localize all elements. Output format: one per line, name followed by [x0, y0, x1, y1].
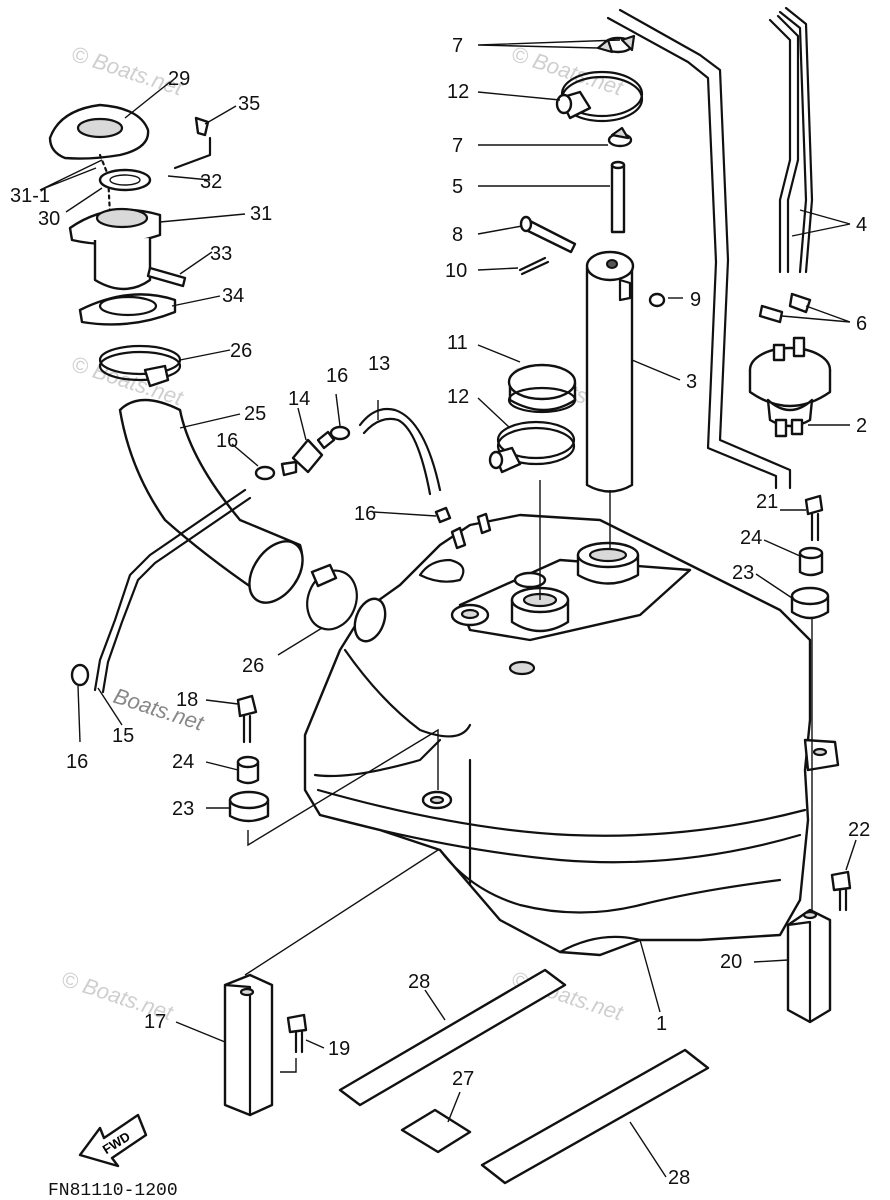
callout-12: 12: [447, 81, 469, 103]
callout-15: 15: [112, 725, 134, 747]
callout-6: 6: [856, 313, 867, 335]
callout-28: 28: [668, 1167, 690, 1189]
hose-15: [93, 488, 247, 692]
lead-32: [173, 136, 212, 170]
bracket-20: [786, 908, 832, 1024]
screw-35: [194, 116, 210, 137]
bolt-22: [830, 870, 852, 912]
hose-13: [358, 407, 442, 492]
callout-8: 8: [452, 224, 463, 246]
callout-26: 26: [230, 340, 252, 362]
callout-34: 34: [222, 285, 244, 307]
bolt-18: [236, 694, 258, 744]
callout-25: 25: [244, 403, 266, 425]
grommet-23: [228, 790, 270, 823]
fuel-filter-2: [748, 336, 832, 438]
clip-16: [329, 425, 351, 441]
callout-2: 2: [856, 415, 867, 437]
callout-20: 20: [720, 951, 742, 973]
callout-14: 14: [288, 388, 310, 410]
callout-10: 10: [445, 260, 467, 282]
callout-16: 16: [326, 365, 348, 387]
callout-5: 5: [452, 176, 463, 198]
clip-16: [254, 465, 276, 481]
watermark: © Boats.net: [68, 351, 186, 411]
callout-28: 28: [408, 971, 430, 993]
filler-hose-25: [118, 398, 304, 604]
hose-clamp-12: [488, 420, 576, 474]
callout-17: 17: [144, 1011, 166, 1033]
grommet-23: [790, 586, 830, 620]
callout-13: 13: [368, 353, 390, 375]
damper-28: [338, 968, 567, 1107]
vent-nipple-33: [146, 266, 187, 288]
callouts: 7 12 7 5 8 10 9 4 6 11 12 3 2 29 35 31-1…: [10, 35, 870, 1189]
hose-clamp-12: [555, 70, 644, 123]
fuel-tank: [303, 512, 840, 957]
filler-neck-31: [68, 207, 162, 291]
callout-27: 27: [452, 1068, 474, 1090]
pin-8: [519, 215, 577, 254]
clip-16: [70, 663, 90, 687]
damper-28: [480, 1048, 710, 1185]
callout-7: 7: [452, 35, 463, 57]
callout-3: 3: [686, 371, 697, 393]
union-6: [758, 292, 812, 324]
clip-10: [518, 256, 550, 276]
callout-21: 21: [756, 491, 778, 513]
fwd-arrow: FWD: [78, 1113, 148, 1168]
callout-16: 16: [216, 430, 238, 452]
clamp-7: [596, 34, 636, 148]
leader-lines: [39, 39, 857, 1178]
bolt-21: [804, 494, 824, 542]
filler-cap-29: [48, 103, 150, 160]
callout-29: 29: [168, 68, 190, 90]
figure-caption: FN81110-1200: [48, 1181, 178, 1200]
callout-9: 9: [690, 289, 701, 311]
cap-11: [507, 363, 577, 414]
callout-22: 22: [848, 819, 870, 841]
tube-5: [610, 163, 626, 234]
callout-16: 16: [66, 751, 88, 773]
callout-24: 24: [740, 527, 762, 549]
callout-33: 33: [210, 243, 232, 265]
gasket-30: [98, 168, 152, 192]
callout-23: 23: [732, 562, 754, 584]
bracket-17: [223, 973, 274, 1117]
check-valve-14: [280, 430, 336, 477]
callout-18: 18: [176, 689, 198, 711]
fuel-pipe: [585, 250, 666, 493]
vent-hose: [618, 8, 792, 490]
callout-24: 24: [172, 751, 194, 773]
callout-26: 26: [242, 655, 264, 677]
callout-16: 16: [354, 503, 376, 525]
callout-31: 31: [250, 203, 272, 225]
clip-16: [434, 506, 452, 524]
callout-23: 23: [172, 798, 194, 820]
callout-31-1: 31-1: [10, 185, 50, 207]
callout-11: 11: [447, 332, 468, 354]
callout-19: 19: [328, 1038, 350, 1060]
callout-4: 4: [856, 214, 867, 236]
callout-32: 32: [200, 171, 222, 193]
callout-12: 12: [447, 386, 469, 408]
hose-clamp-26: [98, 344, 182, 388]
bolt-19: [286, 1013, 308, 1054]
callout-1: 1: [656, 1013, 667, 1035]
gasket-34: [78, 293, 177, 326]
callout-35: 35: [238, 93, 260, 115]
callout-7: 7: [452, 135, 463, 157]
callout-30: 30: [38, 208, 60, 230]
hose-4: [768, 6, 814, 274]
damper-27: [400, 1108, 472, 1154]
